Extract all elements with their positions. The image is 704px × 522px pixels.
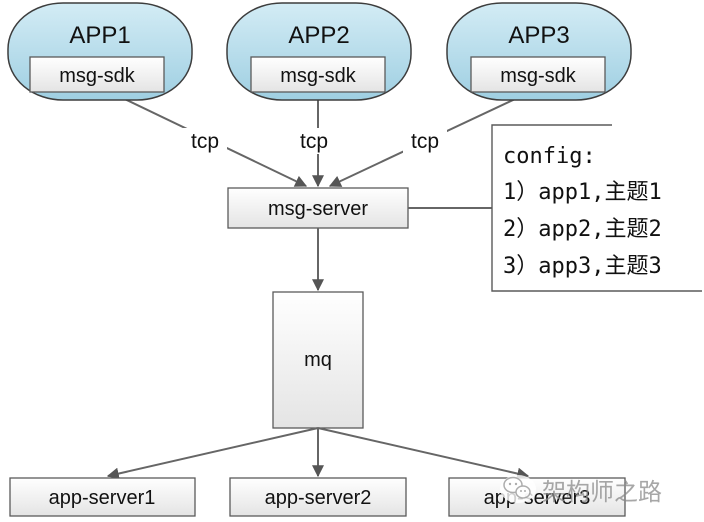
app-server-1-label: app-server1 — [49, 487, 156, 509]
app-server-2-box — [229, 477, 407, 517]
config-line-2: 2）app2,主题2 — [503, 217, 662, 242]
msg-server-label: msg-server — [268, 198, 368, 220]
tcp-label-1-group: tcp — [183, 128, 227, 154]
app-1-sdk-label: msg-sdk — [59, 65, 136, 87]
watermark: 架构师之路 — [500, 475, 662, 506]
app-3-sdk-box — [470, 56, 606, 93]
wechat-icon — [503, 476, 531, 499]
config-line-1: 1）app1,主题1 — [503, 180, 662, 205]
app-2-label: APP2 — [288, 22, 349, 49]
app-1-label: APP1 — [69, 22, 130, 49]
tcp-label-2-bg — [292, 128, 336, 154]
tcp-label-3: tcp — [411, 130, 439, 153]
app-server-2-label: app-server2 — [265, 487, 372, 509]
app-1-sdk-box — [29, 56, 165, 93]
app-server-1-box — [9, 477, 196, 517]
mq-node: mq — [272, 291, 364, 429]
app-server-node-1: app-server1 — [9, 477, 196, 517]
app-server-node-2: app-server2 — [229, 477, 407, 517]
config-title: config: — [503, 144, 596, 169]
tcp-label-2: tcp — [300, 130, 328, 153]
app-2-sdk-label: msg-sdk — [280, 65, 357, 87]
edge-mq-to-app-server-3 — [317, 427, 530, 480]
app-3-label: APP3 — [508, 22, 569, 49]
app-node-2: APP2 msg-sdk — [226, 2, 412, 101]
app-server-3-box — [448, 477, 626, 517]
watermark-text: 架构师之路 — [542, 479, 662, 506]
app-node-3: APP3 msg-sdk — [446, 2, 632, 101]
mq-label: mq — [304, 349, 332, 371]
app-2-sdk-box — [250, 56, 386, 93]
tcp-label-3-group: tcp — [403, 128, 447, 154]
tcp-label-2-group: tcp — [292, 128, 336, 154]
mq-box — [272, 291, 364, 429]
app-node-1: APP1 msg-sdk — [7, 2, 193, 101]
config-frame — [491, 124, 702, 292]
app-3-sdk-label: msg-sdk — [500, 65, 577, 87]
tcp-label-1-bg — [183, 128, 227, 154]
msg-server-box — [227, 187, 409, 229]
edge-mq-to-app-server-1 — [106, 427, 319, 480]
msg-server-node: msg-server — [227, 187, 409, 229]
config-annotation: config: 1）app1,主题1 2）app2,主题2 3）app3,主题3 — [491, 124, 702, 292]
config-line-3: 3）app3,主题3 — [503, 254, 662, 279]
tcp-label-1: tcp — [191, 130, 219, 153]
tcp-label-3-bg — [403, 128, 447, 154]
